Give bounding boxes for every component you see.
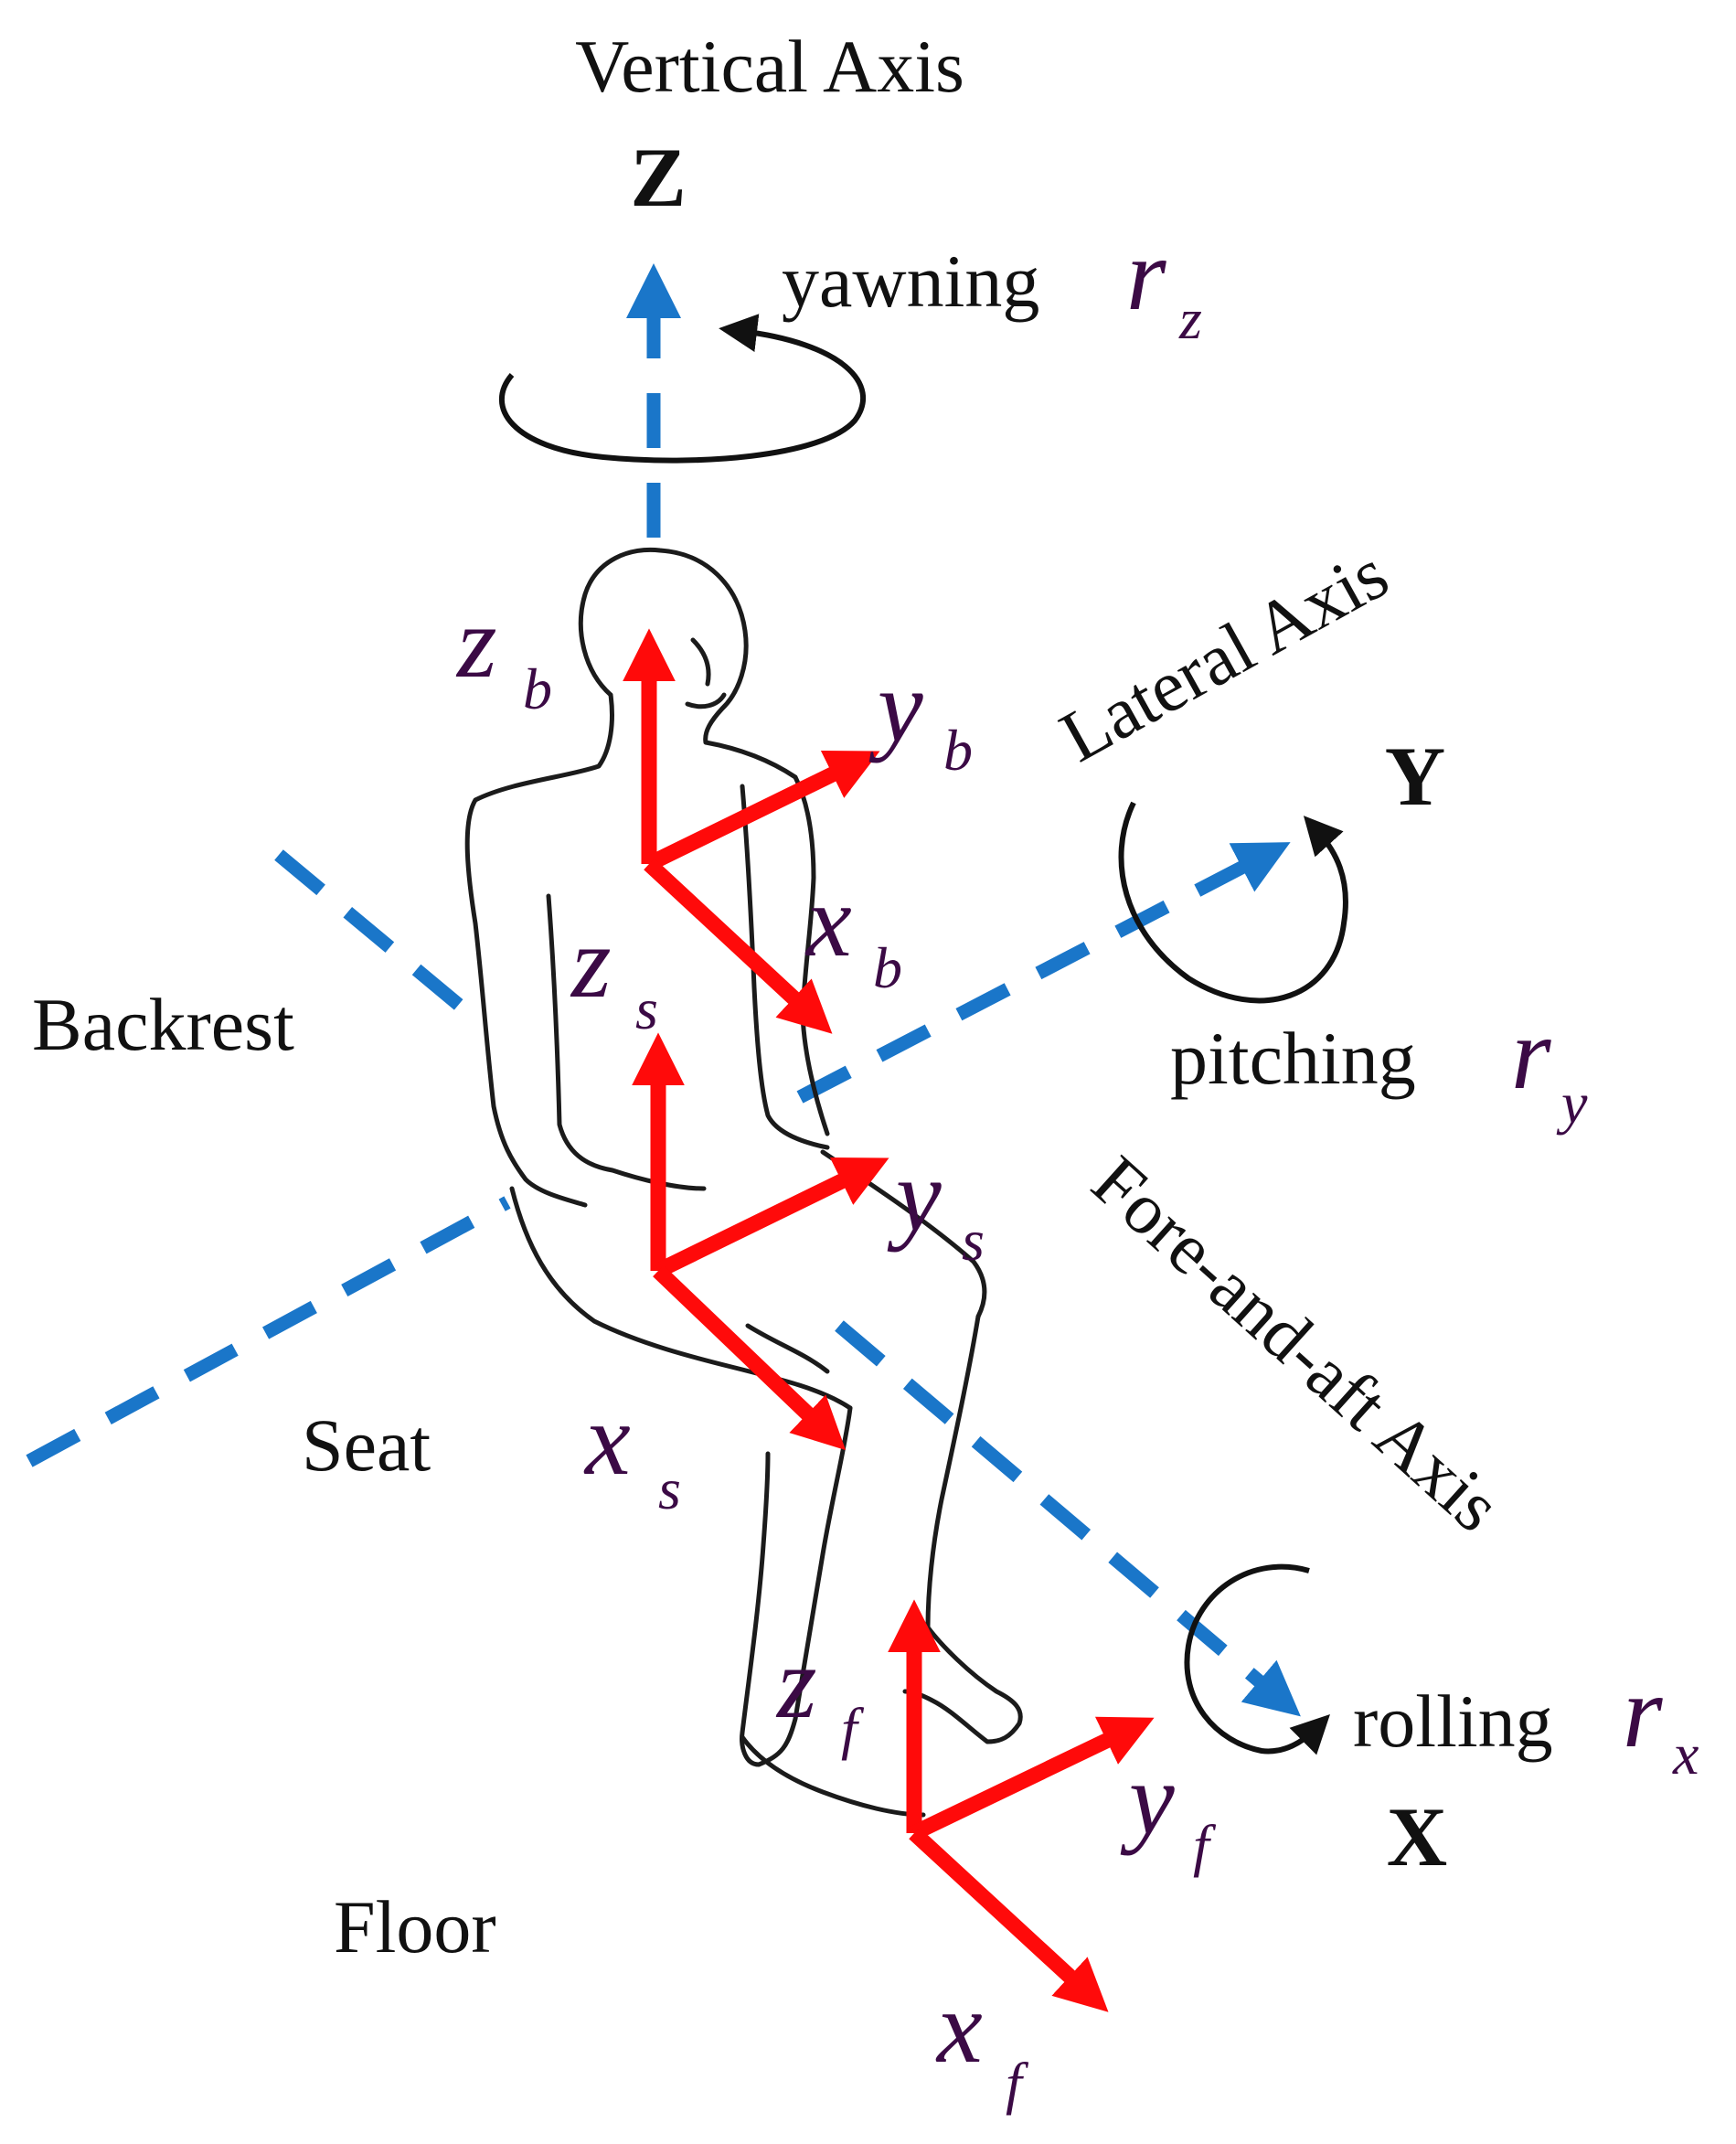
yawning-symbol: r <box>1126 219 1166 332</box>
backrest-y-label: y <box>868 650 923 763</box>
floor-x-sub: f <box>1006 2051 1029 2116</box>
seat-x-label: x <box>583 1383 631 1497</box>
yawning-label: yawning <box>782 240 1039 323</box>
vertical-axis-letter: Z <box>630 131 686 224</box>
lateral-axis-name: Lateral Axis <box>1048 533 1401 778</box>
pitching-label: pitching <box>1170 1017 1416 1100</box>
fore-aft-axis-name: Fore-and-aft Axis <box>1077 1141 1516 1547</box>
rolling-symbol-sub: x <box>1672 1722 1699 1787</box>
seat-label: Seat <box>302 1403 431 1487</box>
person-head <box>578 547 749 745</box>
person-shin-back <box>902 1314 1023 1744</box>
backrest-y-arrow <box>645 750 880 871</box>
person-face <box>685 637 727 709</box>
backrest-x-arrow <box>644 858 833 1034</box>
backrest-x-label: x <box>804 865 852 978</box>
backrest-x-sub: b <box>873 935 902 1000</box>
floor-y-sub: f <box>1193 1813 1217 1878</box>
rotation-arrows <box>498 314 1348 1755</box>
global-axes <box>26 263 1301 1717</box>
floor-y-label: y <box>1120 1743 1175 1856</box>
seat-y-sub: s <box>962 1208 985 1273</box>
backrest-z-label: z <box>455 586 497 699</box>
fore-aft-axis-line-back <box>274 849 475 1020</box>
seat-x-sub: s <box>658 1456 681 1521</box>
fore-aft-axis-letter: X <box>1387 1790 1447 1883</box>
yawning-rotation-arrow <box>498 314 867 464</box>
pitching-symbol: r <box>1511 997 1551 1111</box>
backrest-label: Backrest <box>32 983 294 1066</box>
person-thigh-front <box>509 1186 853 1411</box>
floor-z-label: z <box>775 1627 817 1740</box>
person-knee-detail <box>745 1323 830 1374</box>
rolling-rotation-arrow <box>1184 1563 1330 1755</box>
person-leg-front <box>740 1405 853 1767</box>
lateral-axis-line-back <box>26 1196 511 1467</box>
person-arm-back <box>740 784 830 1150</box>
backrest-z-sub: b <box>523 656 552 721</box>
seat-z-sub: s <box>635 976 658 1041</box>
yawning-symbol-sub: z <box>1178 286 1202 351</box>
person-shin-front <box>740 1734 926 1818</box>
lateral-axis-letter: Y <box>1385 730 1445 823</box>
floor-x-label: x <box>935 1971 983 2085</box>
rolling-label: rolling <box>1353 1680 1553 1763</box>
pitching-rotation-arrow <box>1118 801 1348 1004</box>
local-frames <box>623 628 1155 2012</box>
floor-label: Floor <box>334 1885 496 1968</box>
seat-z-label: z <box>570 906 612 1019</box>
floor-z-sub: f <box>841 1696 865 1761</box>
pitching-symbol-sub: y <box>1556 1071 1588 1136</box>
seat-y-label: y <box>887 1139 942 1253</box>
person-back-shoulder <box>703 740 830 1136</box>
seat-y-arrow <box>655 1157 889 1278</box>
rolling-symbol: r <box>1623 1656 1663 1769</box>
person-torso <box>464 692 614 1208</box>
backrest-y-sub: b <box>943 718 973 783</box>
floor-y-arrow <box>911 1716 1155 1840</box>
seat-x-arrow <box>653 1264 847 1451</box>
vertical-axis-name: Vertical Axis <box>575 25 964 108</box>
floor-x-arrow <box>909 1827 1109 2012</box>
fore-aft-axis-line-front <box>835 1320 1301 1717</box>
